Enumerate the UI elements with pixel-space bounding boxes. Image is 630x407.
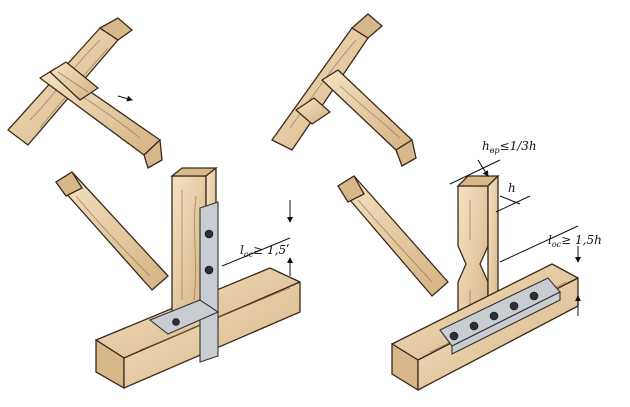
notch-depth-label: hвр≤1/3h: [482, 139, 537, 155]
brace-right-end: [337, 175, 365, 203]
metal-angle-left: [148, 299, 220, 335]
bolt-left-3: [172, 318, 180, 326]
bolt-right-3: [489, 311, 499, 321]
bottom-right-joint: hвр≤1/3h h lос≥ 1,5h: [337, 139, 602, 392]
metal-plate-left: [199, 201, 219, 363]
bolt-left-2: [204, 265, 214, 275]
beam-c-end: [350, 13, 383, 39]
bottom-left-joint: lос≥ 1,5ʹ: [55, 167, 301, 390]
beam-d-end: [395, 138, 417, 167]
beam-b-end: [143, 138, 163, 169]
beam-a-end: [98, 17, 134, 41]
bolt-right-5: [529, 291, 539, 301]
brace-left-end: [55, 171, 83, 197]
beam-b: [39, 67, 161, 156]
left-overlap-label: lос≥ 1,5ʹ: [240, 243, 289, 259]
top-right-cross-joint: [271, 13, 417, 167]
bolt-right-1: [449, 331, 459, 341]
section-height-label: h: [508, 181, 516, 195]
right-overlap-label: lос≥ 1,5h: [548, 233, 602, 249]
notch-block: [295, 97, 331, 125]
beam-d: [321, 69, 413, 151]
top-left-cross-joint: [7, 17, 163, 169]
bolt-right-2: [469, 321, 479, 331]
bolt-left-1: [204, 229, 214, 239]
bolt-right-4: [509, 301, 519, 311]
